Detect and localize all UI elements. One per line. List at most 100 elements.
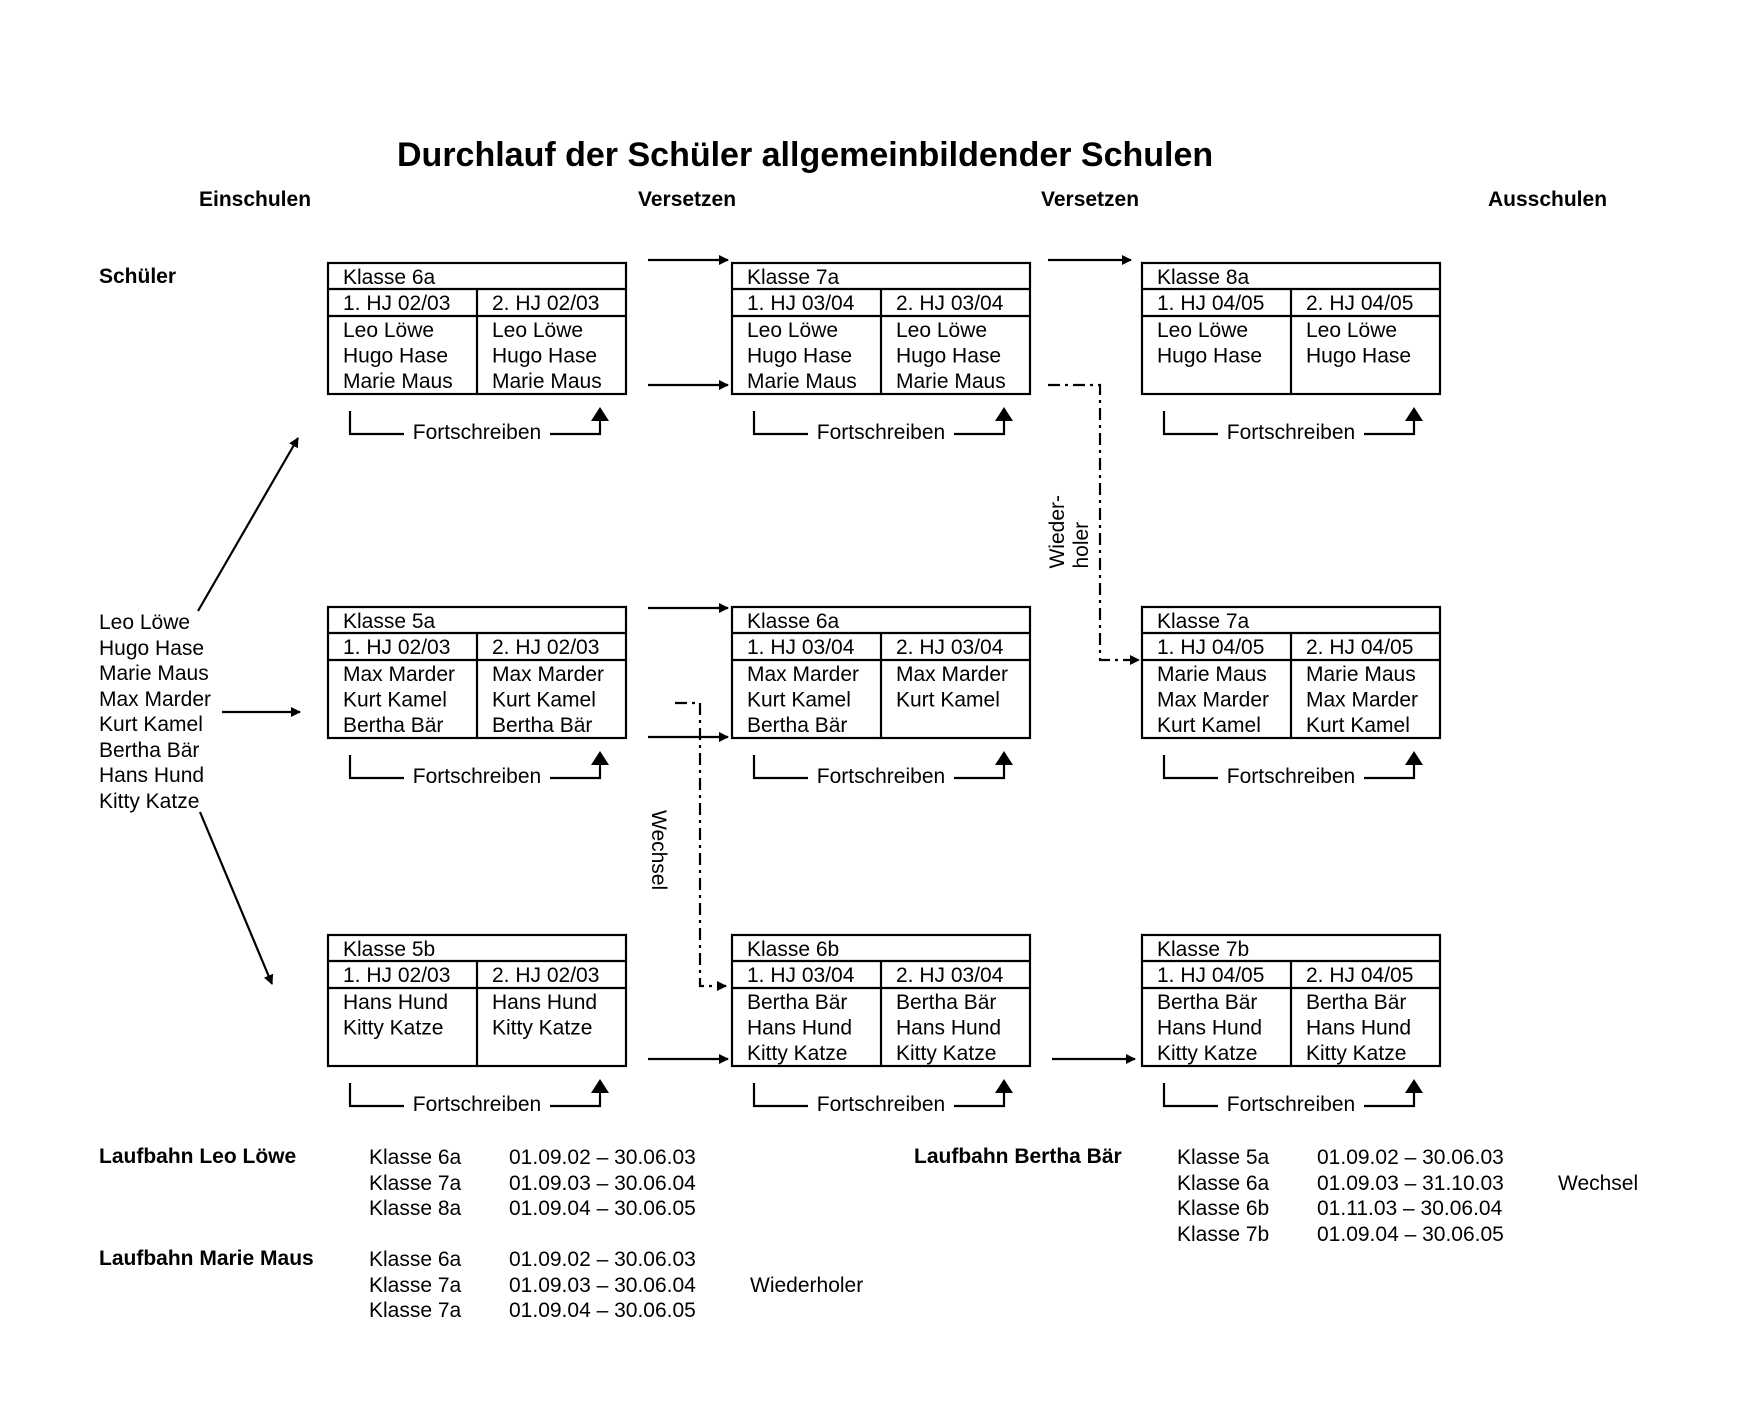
class-student: Bertha Bär (747, 991, 847, 1014)
student-list: Leo Löwe Hugo Hase Marie Maus Max Marder… (99, 610, 211, 814)
fortschreiben-arrowhead (995, 1079, 1013, 1093)
fortschreiben-label: Fortschreiben (817, 421, 945, 444)
halfyear-label: 2. HJ 02/03 (492, 636, 599, 659)
halfyear-label: 1. HJ 04/05 (1157, 636, 1264, 659)
class-student: Leo Löwe (896, 319, 987, 342)
halfyear-label: 1. HJ 02/03 (343, 292, 450, 315)
class-student: Kitty Katze (1306, 1042, 1406, 1065)
halfyear-label: 2. HJ 02/03 (492, 292, 599, 315)
class-student: Kurt Kamel (343, 689, 447, 712)
class-name: Klasse 7b (1157, 938, 1249, 961)
class-student: Bertha Bär (492, 714, 592, 737)
fortschreiben-arrow: Fortschreiben (348, 407, 609, 444)
class-student: Max Marder (896, 663, 1008, 686)
fortschreiben-line (1162, 755, 1218, 780)
class-student: Max Marder (492, 663, 604, 686)
fortschreiben-arrow: Fortschreiben (1162, 751, 1423, 788)
class-student: Leo Löwe (1306, 319, 1397, 342)
laufbahn-title: Laufbahn Leo Löwe (99, 1145, 297, 1168)
laufbahn-zeitraum: 01.11.03 – 30.06.04 (1317, 1197, 1503, 1220)
fortschreiben-line (550, 763, 602, 780)
fortschreiben-line (752, 1083, 808, 1108)
einschulen-arrow-up (197, 437, 299, 612)
wiederholer-connector (1048, 383, 1140, 665)
halfyear-label: 1. HJ 03/04 (747, 292, 855, 315)
fortschreiben-arrowhead (591, 407, 609, 421)
class-student: Leo Löwe (343, 319, 434, 342)
laufbahn-zeitraum: 01.09.02 – 30.06.03 (1317, 1146, 1504, 1169)
class-student: Hans Hund (1157, 1017, 1262, 1040)
halfyear-label: 1. HJ 02/03 (343, 964, 450, 987)
halfyear-label: 1. HJ 03/04 (747, 636, 855, 659)
laufbahn-klassen: Klasse 6a Klasse 7a Klasse 7a (369, 1247, 461, 1324)
fortschreiben-label: Fortschreiben (413, 1093, 541, 1116)
fortschreiben-arrow: Fortschreiben (752, 751, 1013, 788)
class-name: Klasse 5b (343, 938, 435, 961)
laufbahn-zeitraum: 01.09.04 – 30.06.05 (509, 1299, 696, 1322)
class-student: Hugo Hase (747, 345, 852, 368)
header-ausschulen: Ausschulen (1488, 188, 1608, 211)
laufbahn-zeitraum: 01.09.03 – 30.06.04 (509, 1273, 696, 1297)
wiederholer-label-line1: Wieder- (1046, 495, 1069, 569)
laufbahn-zeitraum: 01.09.03 – 30.06.04 (509, 1171, 696, 1195)
class-student: Marie Maus (896, 370, 1006, 393)
class-student: Leo Löwe (492, 319, 583, 342)
fortschreiben-line (348, 755, 404, 780)
laufbahn-zeitraeume: 01.09.02 – 30.06.03 01.09.03 – 31.10.03 … (1317, 1145, 1504, 1247)
laufbahn-title: Laufbahn Bertha Bär (914, 1145, 1122, 1168)
class-student: Hans Hund (896, 1017, 1001, 1040)
fortschreiben-arrow: Fortschreiben (1162, 1079, 1423, 1116)
laufbahn-klasse: Klasse 6a (369, 1146, 462, 1169)
fortschreiben-line (1364, 1091, 1416, 1108)
class-student: Leo Löwe (747, 319, 838, 342)
laufbahn-klasse: Klasse 7a (369, 1299, 462, 1322)
fortschreiben-arrowhead (1405, 751, 1423, 765)
class-name: Klasse 7a (747, 266, 840, 289)
class-student: Bertha Bär (343, 714, 443, 737)
fortschreiben-arrowhead (995, 407, 1013, 421)
class-student: Kurt Kamel (1306, 714, 1410, 737)
fortschreiben-label: Fortschreiben (413, 765, 541, 788)
fortschreiben-arrowhead (591, 1079, 609, 1093)
class-student: Hans Hund (492, 991, 597, 1014)
fortschreiben-arrowhead (1405, 407, 1423, 421)
fortschreiben-arrowhead (1405, 1079, 1423, 1093)
class-student: Marie Maus (492, 370, 602, 393)
schueler-label: Schüler (99, 265, 177, 288)
laufbahn-klasse: Klasse 7a (369, 1171, 462, 1195)
class-student: Kitty Katze (747, 1042, 847, 1065)
fortschreiben-arrow: Fortschreiben (348, 751, 609, 788)
laufbahn-klassen: Klasse 6a Klasse 7a Klasse 8a (369, 1145, 461, 1222)
halfyear-label: 1. HJ 04/05 (1157, 292, 1264, 315)
fortschreiben-line (348, 1083, 404, 1108)
fortschreiben-label: Fortschreiben (817, 765, 945, 788)
class-student: Hugo Hase (1157, 345, 1262, 368)
fortschreiben-arrowhead (995, 751, 1013, 765)
halfyear-label: 2. HJ 04/05 (1306, 964, 1413, 987)
class-student: Bertha Bär (1157, 991, 1257, 1014)
fortschreiben-label: Fortschreiben (413, 421, 541, 444)
laufbahn-zeitraeume: 01.09.02 – 30.06.03 01.09.03 – 30.06.04 … (509, 1145, 696, 1222)
wechsel-label: Wechsel (647, 810, 670, 891)
class-student: Bertha Bär (896, 991, 996, 1014)
class-student: Max Marder (1157, 689, 1269, 712)
student-list-item: Kitty Katze (99, 789, 200, 813)
class-name: Klasse 6b (747, 938, 839, 961)
class-name: Klasse 7a (1157, 610, 1250, 633)
laufbahn-zeitraum: 01.09.03 – 31.10.03 (1317, 1171, 1504, 1195)
class-student: Hans Hund (343, 991, 448, 1014)
fortschreiben-line (954, 1091, 1006, 1108)
class-name: Klasse 6a (747, 610, 840, 633)
fortschreiben-line (1364, 419, 1416, 436)
class-student: Leo Löwe (1157, 319, 1248, 342)
fortschreiben-arrowhead (591, 751, 609, 765)
class-student: Bertha Bär (747, 714, 847, 737)
class-student: Marie Maus (1157, 663, 1267, 686)
fortschreiben-arrow: Fortschreiben (752, 1079, 1013, 1116)
fortschreiben-line (752, 411, 808, 436)
